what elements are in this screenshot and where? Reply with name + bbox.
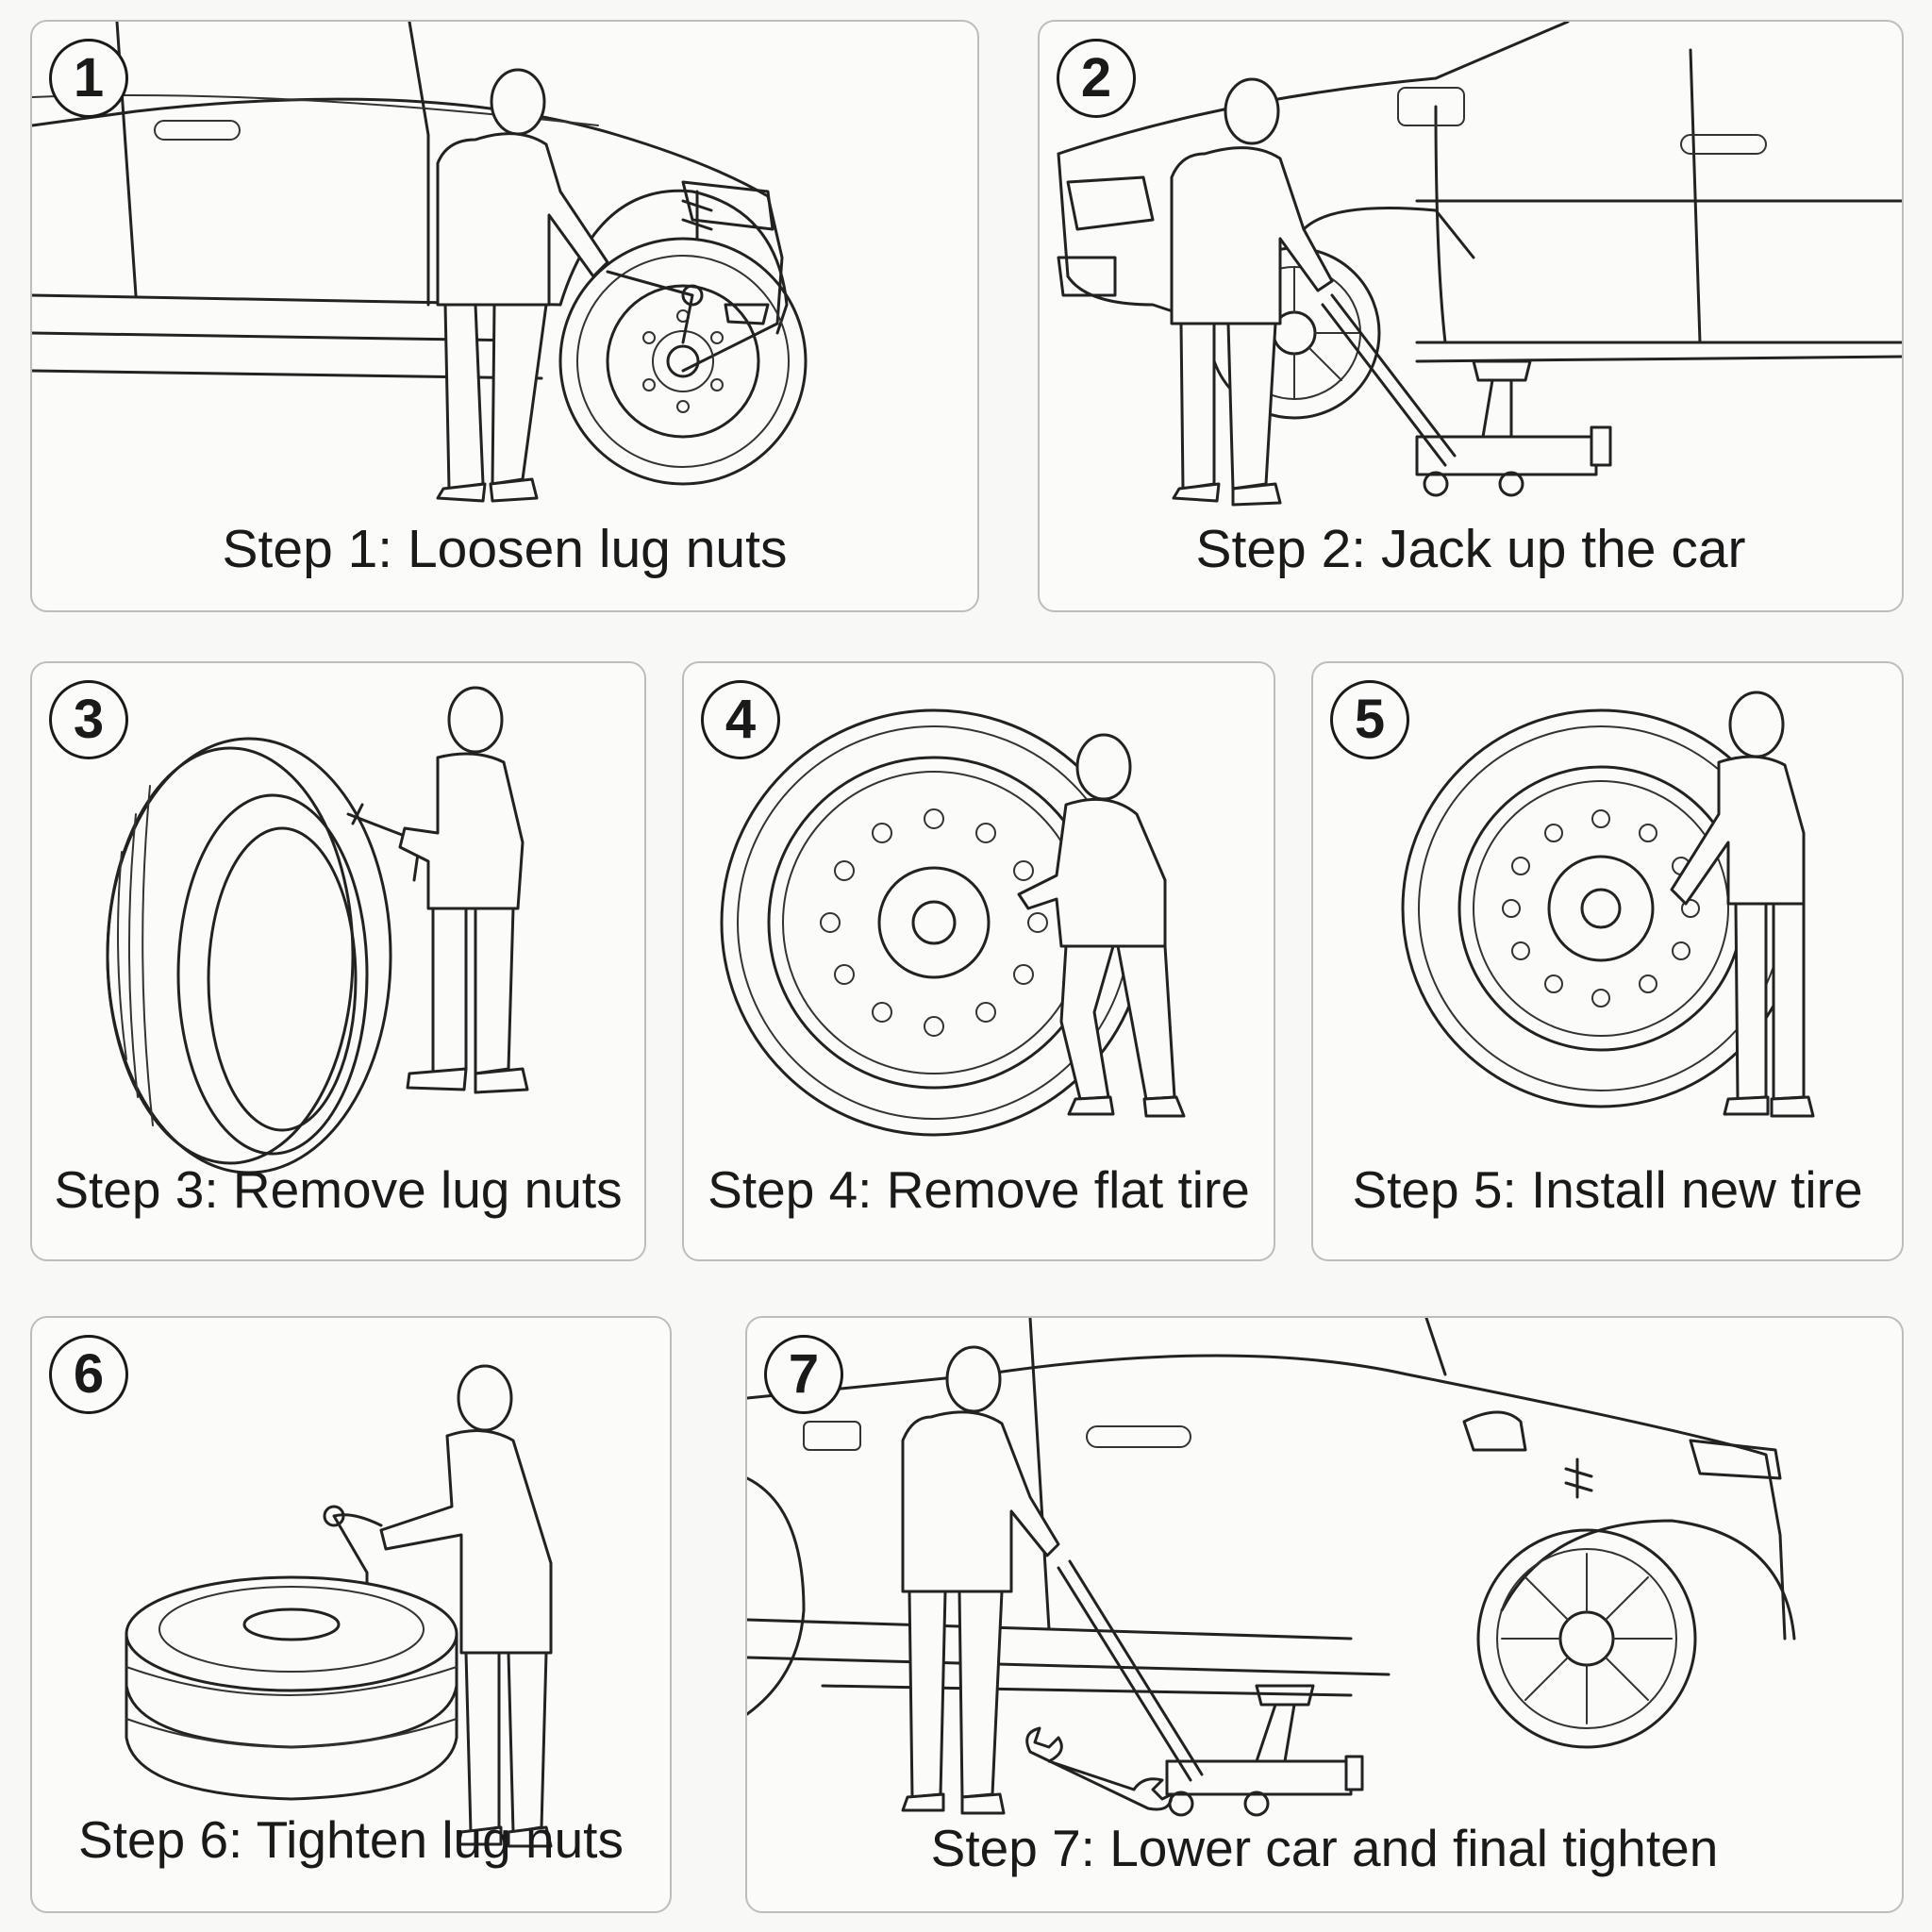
wheel-icon [1476, 1457, 1697, 1749]
step-1-panel: 1 Step 1: Loosen lug nuts [30, 20, 979, 612]
person-icon [436, 68, 609, 503]
lug-wrench-icon [323, 1505, 383, 1584]
step-3-caption: Step 3: Remove lug nuts [54, 1160, 623, 1219]
step-4-caption: Step 4: Remove flat tire [708, 1160, 1250, 1219]
step-1-caption: Step 1: Loosen lug nuts [222, 519, 788, 579]
car-front-icon [1057, 22, 1902, 363]
step-4-panel: 4 Step 4: Remove flat tire [682, 661, 1275, 1261]
wrench-icon [1025, 1726, 1174, 1811]
step-4-badge: 4 [701, 680, 780, 759]
person-icon [379, 1364, 553, 1848]
person-icon [1017, 733, 1186, 1118]
floor-jack-icon [1057, 1559, 1364, 1817]
floor-jack-icon [1321, 293, 1612, 497]
stacked-tires-icon [125, 1575, 458, 1801]
step-3-panel: 3 Step 3: Remove lug nuts [30, 661, 646, 1261]
step-7-caption: Step 7: Lower car and final tighten [930, 1819, 1719, 1877]
tire-icon [106, 737, 392, 1174]
step-3-badge: 3 [49, 680, 128, 759]
step-5-caption: Step 5: Install new tire [1352, 1160, 1863, 1219]
person-icon [1170, 77, 1334, 507]
step-6-panel: 6 Step 6: Tighten lug nuts [30, 1316, 672, 1913]
step-5-badge: 5 [1330, 680, 1409, 759]
person-icon [398, 686, 529, 1094]
lug-wrench-icon [606, 270, 704, 344]
step-6-badge: 6 [49, 1335, 128, 1414]
step-2-caption: Step 2: Jack up the car [1195, 519, 1746, 579]
person-icon [1670, 691, 1815, 1118]
step-7-badge: 7 [764, 1335, 843, 1414]
step-6-caption: Step 6: Tighten lug nuts [78, 1810, 624, 1869]
step-2-panel: 2 Step 2: Jack up the car [1038, 20, 1904, 612]
wheel-icon [558, 190, 808, 486]
step-1-badge: 1 [49, 39, 128, 118]
step-7-panel: 7 Step 7: Lower car and final tighten [745, 1316, 1904, 1913]
person-icon [901, 1345, 1060, 1815]
step-2-badge: 2 [1057, 39, 1136, 118]
step-5-panel: 5 Step 5: Install new tire [1311, 661, 1904, 1261]
car-side-icon [32, 22, 789, 380]
